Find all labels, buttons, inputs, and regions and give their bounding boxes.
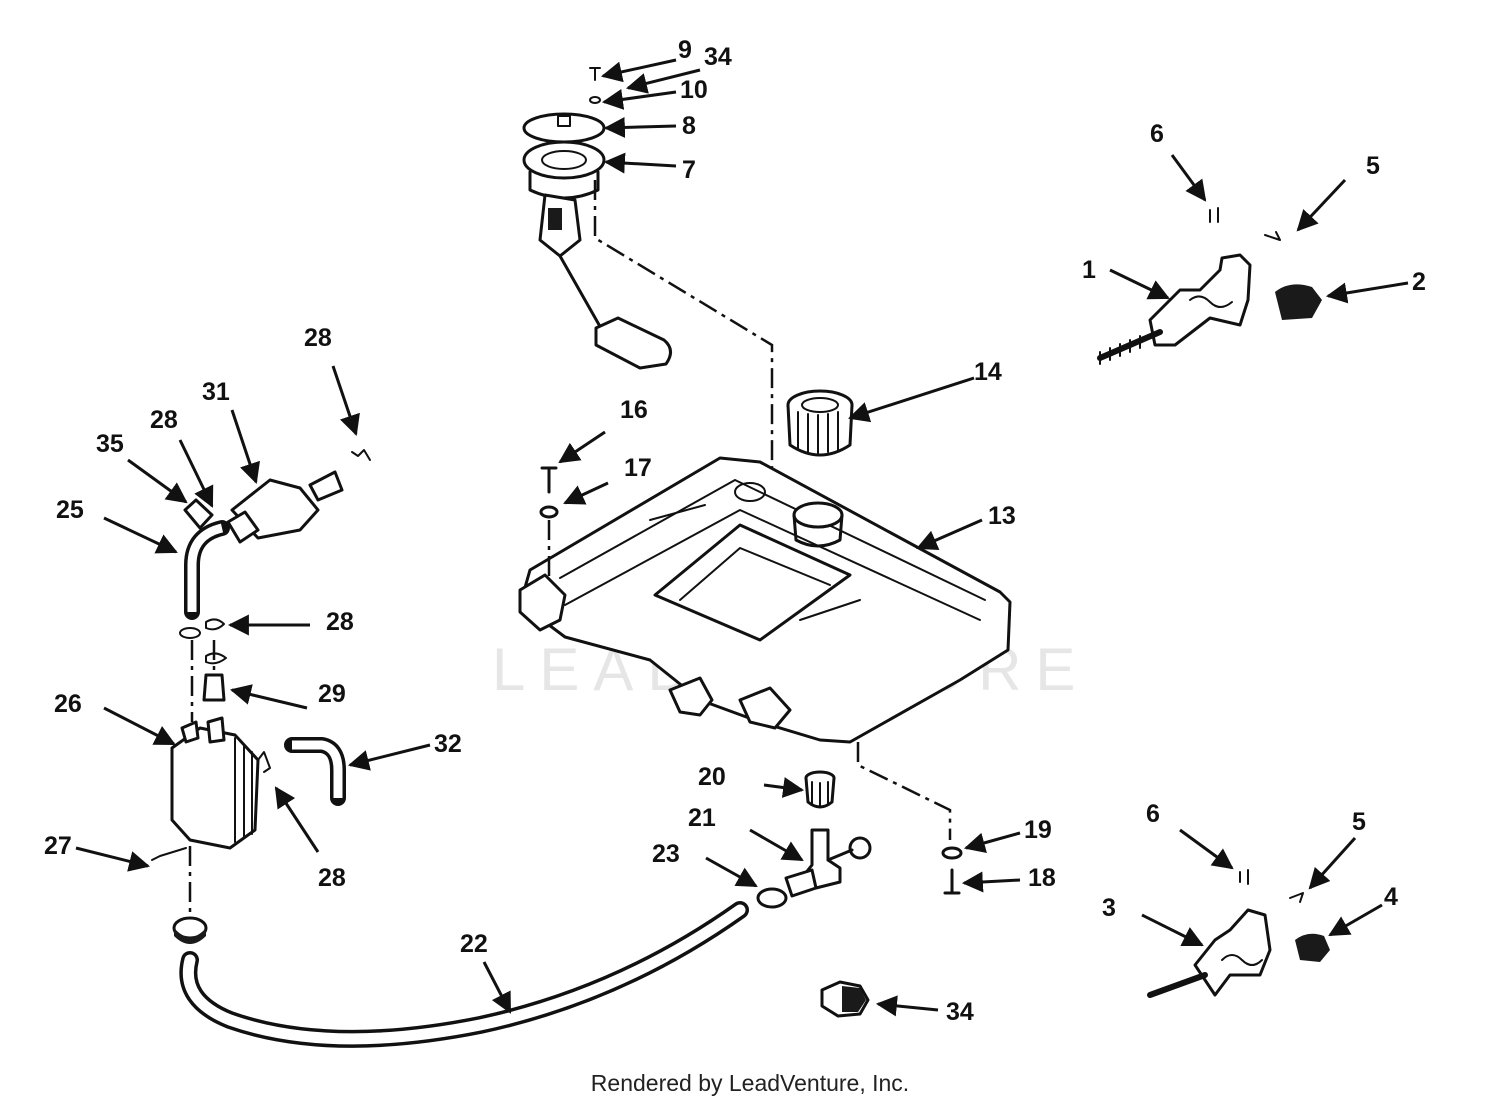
callout-17: 17 [624,454,652,482]
callout-26: 26 [54,690,82,718]
choke-bracket-upper [1097,207,1322,365]
callout-18: 18 [1028,864,1056,892]
callout-28-c: 28 [326,608,354,636]
callout-labels: 9 34 10 8 7 6 5 1 2 14 16 17 13 28 31 28… [44,36,1426,1026]
callout-21: 21 [688,804,716,832]
callout-28-b: 28 [150,406,178,434]
callout-25: 25 [56,496,84,524]
shutoff-valve [784,828,872,898]
callout-5-top: 5 [1366,152,1380,180]
choke-bracket-lower [1147,869,1330,998]
callout-3: 3 [1102,894,1116,922]
callout-27: 27 [44,832,72,860]
callout-23: 23 [652,840,680,868]
callout-1: 1 [1082,256,1096,284]
nut-and-bolt [941,846,963,895]
callout-4: 4 [1384,883,1398,911]
footer-credit: Rendered by LeadVenture, Inc. [590,1070,910,1096]
bushing [804,770,836,809]
callout-28-a: 28 [304,324,332,352]
callout-10: 10 [680,76,708,104]
leader-lines [75,58,1409,1017]
callout-19: 19 [1024,816,1052,844]
callout-34-bottom: 34 [946,998,974,1026]
callout-28-d: 28 [318,864,346,892]
callout-20: 20 [698,763,726,791]
fuel-line [179,901,749,1048]
callout-29: 29 [318,680,346,708]
callout-2: 2 [1412,268,1426,296]
callout-34-top: 34 [704,43,732,71]
callout-14: 14 [974,358,1002,386]
callout-22: 22 [460,930,488,958]
callout-6-bottom: 6 [1146,800,1160,828]
callout-8: 8 [682,112,696,140]
callout-13: 13 [988,502,1016,530]
fuel-cap [786,389,854,457]
fuel-filter-assembly [151,449,371,944]
callout-5-bottom: 5 [1352,808,1366,836]
fuel-sending-unit [522,67,774,490]
callout-16: 16 [620,396,648,424]
callout-31: 31 [202,378,230,406]
callout-6-top: 6 [1150,120,1164,148]
callout-9: 9 [678,36,692,64]
callout-35: 35 [96,430,124,458]
fuel-tank [518,456,1012,840]
hose-clip [820,980,870,1018]
hose-clamp [756,887,788,909]
callout-32: 32 [434,730,462,758]
callout-7: 7 [682,156,696,184]
bolt-and-washer [539,466,559,519]
